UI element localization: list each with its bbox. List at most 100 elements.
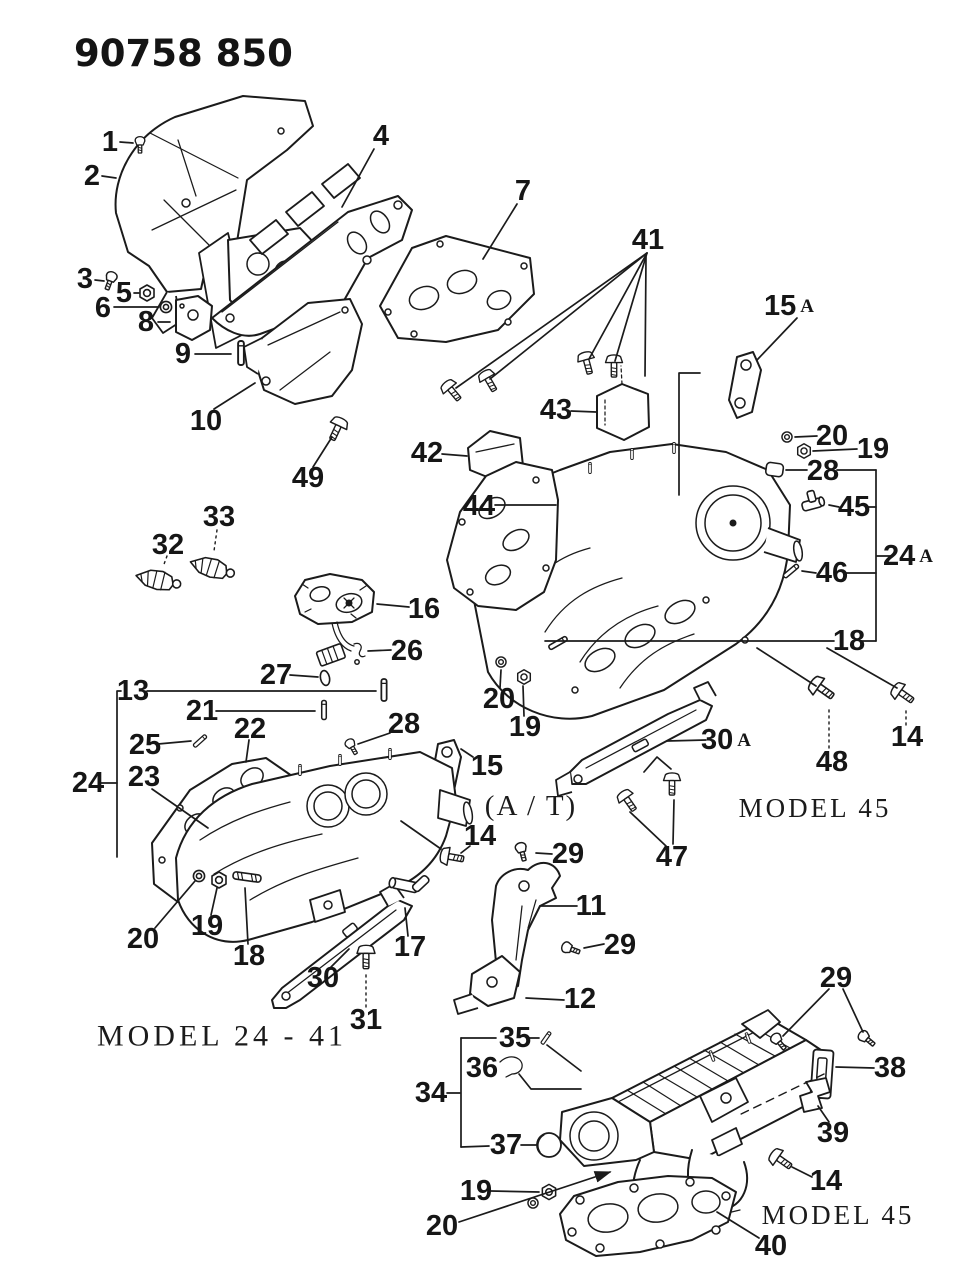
callout-20-26: 20 xyxy=(127,923,159,955)
leader-line-49 xyxy=(842,988,864,1033)
leader-line-28 xyxy=(522,685,525,717)
sleeve-28 xyxy=(764,461,785,478)
callout-23-32: 23 xyxy=(128,761,160,793)
callout-29-42: 29 xyxy=(820,962,852,994)
callout-10-9: 10 xyxy=(190,405,222,437)
leader-line-31 xyxy=(794,435,818,438)
leader-line-65 xyxy=(817,1105,830,1123)
model-label-2: MODEL 45 xyxy=(762,1200,915,1230)
callout-24-33: 24 xyxy=(72,767,104,799)
intake-gasket-40 xyxy=(559,1175,737,1257)
leader-line-42 xyxy=(289,674,319,678)
leader-line-50 xyxy=(330,948,350,968)
leader-line-40 xyxy=(157,740,192,745)
callout-28-38: 28 xyxy=(388,708,420,740)
washer-6 xyxy=(159,300,173,314)
bolt-49 xyxy=(323,413,351,445)
bolt-41d xyxy=(604,354,624,378)
callout-17-19: 17 xyxy=(394,931,426,963)
leader-line-20 xyxy=(756,317,798,361)
leader-line-64 xyxy=(736,1073,825,1117)
pin-35 xyxy=(540,1030,552,1046)
manifold-gasket-7 xyxy=(379,235,535,343)
disc-37 xyxy=(536,1132,562,1158)
leader-line-85 xyxy=(643,756,672,773)
leader-line-19 xyxy=(460,748,474,758)
bracket-12 xyxy=(453,955,521,1015)
bolt-14-at xyxy=(438,845,466,869)
callout-18-20: 18 xyxy=(233,940,265,972)
callout-33-47: 33 xyxy=(203,501,235,533)
callout-14-13: 14 xyxy=(464,820,496,852)
callout-3-2: 3 xyxy=(77,263,93,295)
leader-line-72 xyxy=(441,453,468,457)
nut-19-mid xyxy=(516,669,532,685)
hook-36 xyxy=(499,1056,523,1078)
sensor-33 xyxy=(189,556,236,580)
callout-14-15: 14 xyxy=(810,1165,842,1197)
callout-21-30: 21 xyxy=(186,695,218,727)
callout-29-41: 29 xyxy=(604,929,636,961)
leader-line-13 xyxy=(116,690,122,858)
callout-39-53: 39 xyxy=(817,1117,849,1149)
callout-2-1: 2 xyxy=(84,160,100,192)
callout-7-6: 7 xyxy=(515,175,531,207)
leader-line-69 xyxy=(588,252,648,360)
leader-line-11 xyxy=(525,997,565,1001)
callout-37-51: 37 xyxy=(490,1129,522,1161)
leader-line-30 xyxy=(154,880,196,929)
plenum-model45 xyxy=(559,1009,831,1167)
pin-13 xyxy=(380,678,388,702)
leader-line-2 xyxy=(94,279,105,282)
leader-line-0 xyxy=(119,141,134,144)
bracket-8 xyxy=(175,295,213,341)
callout-19-22: 19 xyxy=(191,910,223,942)
pin-21 xyxy=(320,699,328,721)
washer-20-left xyxy=(192,869,206,883)
leader-line-14 xyxy=(460,845,471,854)
leader-line-53 xyxy=(162,555,168,568)
leader-line-3 xyxy=(341,148,375,208)
model-label-0: MODEL 24 - 41 xyxy=(97,1020,347,1053)
screw-29b xyxy=(559,939,583,958)
leader-line-6 xyxy=(482,203,518,260)
screw-29a xyxy=(513,840,531,863)
leader-line-29 xyxy=(490,1190,540,1193)
callout-44-58: 44 xyxy=(463,490,495,522)
callout-20-27: 20 xyxy=(816,420,848,452)
callout-40-54: 40 xyxy=(755,1230,787,1262)
callout-6-5: 6 xyxy=(95,292,111,324)
screw-29c2 xyxy=(855,1028,879,1050)
intake-gasket-44 xyxy=(446,461,559,611)
leader-line-79 xyxy=(629,811,667,847)
callout-41-55: 41 xyxy=(632,224,664,256)
bolt-47-angled xyxy=(614,786,642,816)
screw-28-left xyxy=(343,736,361,757)
callout-26-36: 26 xyxy=(391,635,423,667)
callout-9-8: 9 xyxy=(175,338,191,370)
callout-28-39: 28 xyxy=(807,455,839,487)
leader-line-54 xyxy=(213,529,218,552)
leader-line-23 xyxy=(244,887,249,945)
heat-shield-lower xyxy=(243,298,363,405)
leader-line-63 xyxy=(835,1066,875,1069)
callout-25-35: 25 xyxy=(129,729,161,761)
bracket-30 xyxy=(271,883,413,1009)
stay-15a xyxy=(728,351,762,419)
leader-line-77 xyxy=(801,570,817,574)
callout-5-4: 5 xyxy=(116,277,132,309)
leader-line-16 xyxy=(826,647,898,689)
callout-35-49: 35 xyxy=(499,1022,531,1054)
callout-36-50: 36 xyxy=(466,1052,498,1084)
leader-line-70 xyxy=(614,252,648,362)
callout-13-12: 13 xyxy=(117,675,149,707)
leader-line-81 xyxy=(756,647,817,687)
leader-line-66 xyxy=(716,1211,760,1239)
callout-48-62: 48 xyxy=(816,746,848,778)
washer-20-mid xyxy=(495,656,507,668)
callout-19-24: 19 xyxy=(509,711,541,743)
